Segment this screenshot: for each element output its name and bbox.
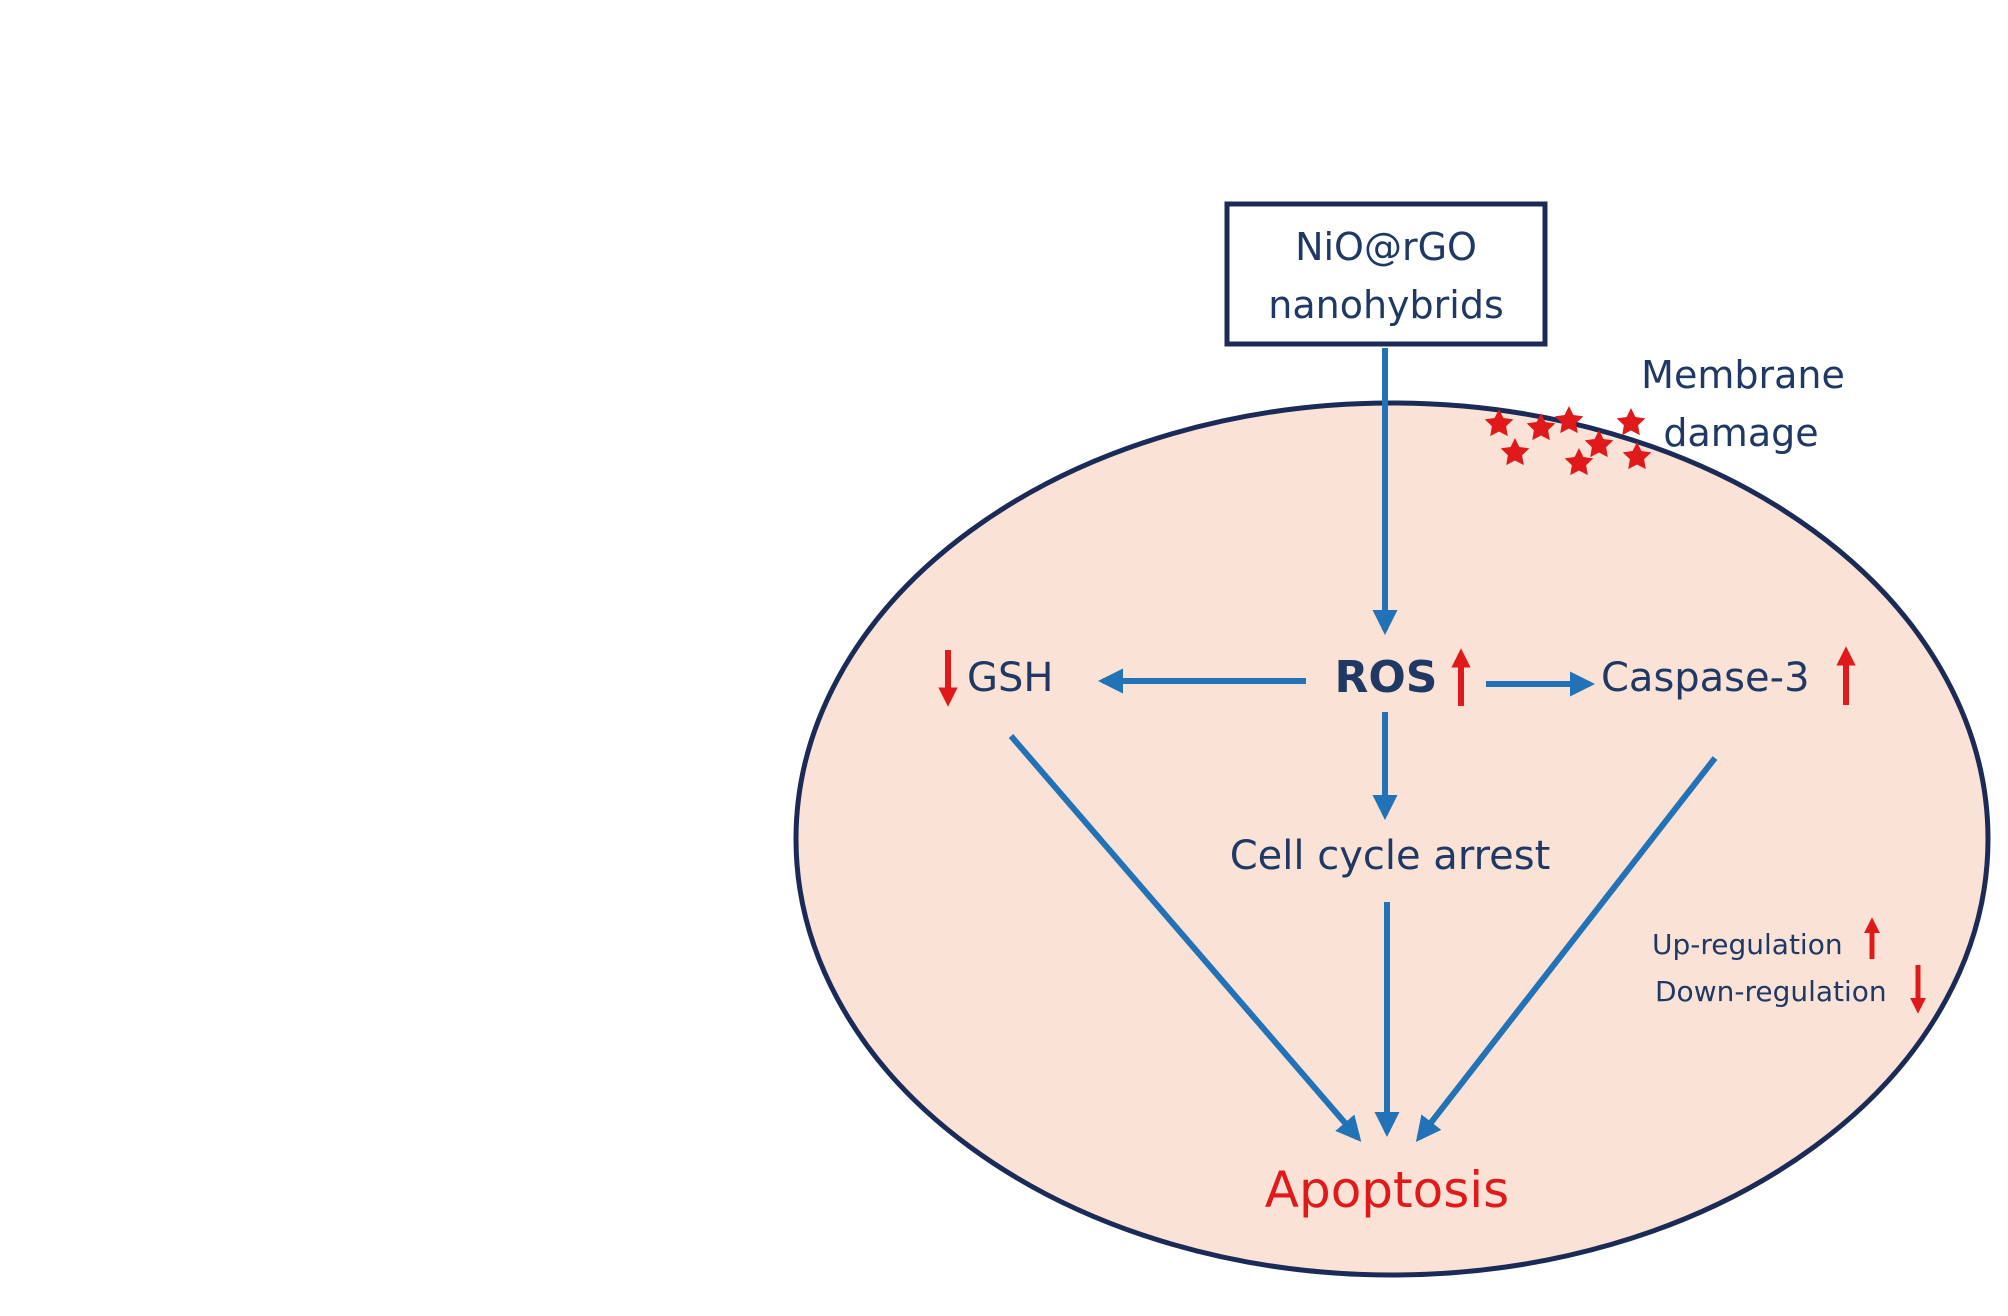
star-icon — [1484, 409, 1514, 437]
legend-down-label: Down-regulation — [1655, 975, 1887, 1008]
gsh-label: GSH — [967, 655, 1053, 701]
nanohybrid-label-line1: NiO@rGO — [1295, 225, 1477, 269]
arrow-gsh-to-apoptosis — [1008, 734, 1362, 1142]
star-icon — [1500, 438, 1530, 466]
star-icon — [1616, 408, 1646, 436]
star-icon — [1526, 413, 1556, 441]
ros-label: ROS — [1335, 652, 1438, 703]
star-icon — [1554, 406, 1584, 434]
star-icon — [1584, 430, 1614, 458]
cell-cycle-label: Cell cycle arrest — [1230, 833, 1551, 879]
membrane-damage-label-line2: damage — [1663, 411, 1818, 455]
arrow-caspase-to-apoptosis — [1415, 756, 1718, 1142]
caspase-label: Caspase-3 — [1601, 655, 1810, 701]
legend: Up-regulation Down-regulation — [1652, 917, 1927, 1014]
nanohybrid-label-line2: nanohybrids — [1268, 283, 1504, 327]
nanohybrid-box — [1224, 201, 1548, 347]
flow-arrows — [1008, 348, 1718, 1142]
membrane-damage-stars — [1484, 406, 1652, 476]
star-icon — [1564, 448, 1594, 476]
membrane-damage-label-line1: Membrane — [1641, 353, 1845, 397]
apoptosis-label: Apoptosis — [1265, 1161, 1509, 1219]
star-icon — [1622, 442, 1652, 470]
cell-body — [793, 400, 1991, 1278]
legend-up-label: Up-regulation — [1652, 928, 1843, 961]
